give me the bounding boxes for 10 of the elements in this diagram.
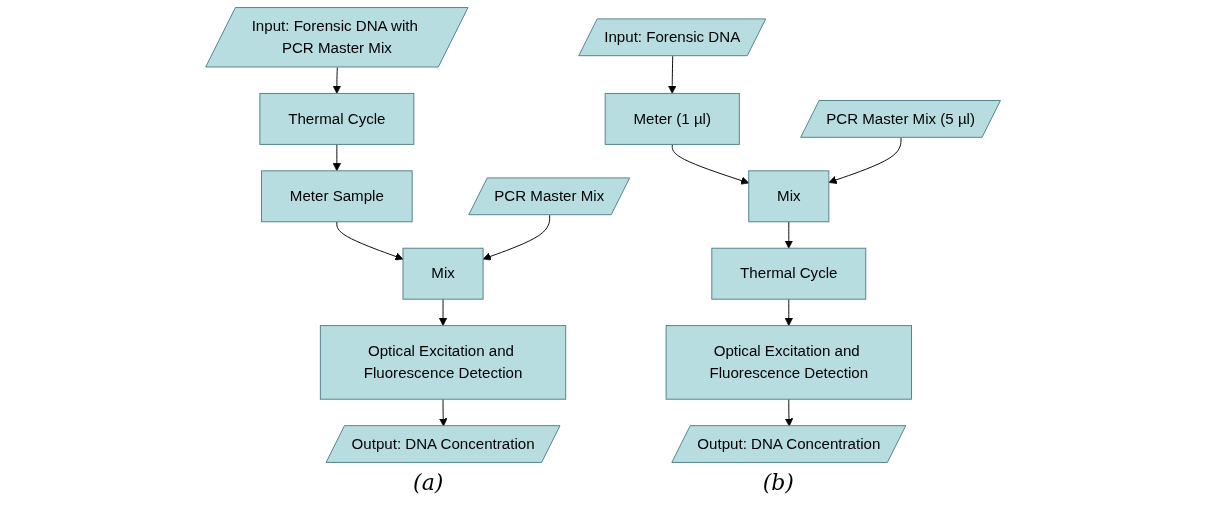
node-box: Optical Excitation and Fluorescence Detection bbox=[320, 325, 567, 400]
node-box: Thermal Cycle bbox=[711, 247, 867, 300]
panel-label: (a) bbox=[413, 470, 444, 495]
node-box: Mix bbox=[402, 247, 484, 300]
node-box: Thermal Cycle bbox=[259, 92, 415, 145]
node-box: Meter (1 µl) bbox=[605, 92, 741, 145]
node-box: Mix bbox=[748, 170, 830, 223]
node-box: Optical Excitation and Fluorescence Detection bbox=[666, 325, 913, 400]
panel-label: (b) bbox=[762, 470, 794, 495]
node-box: Meter Sample bbox=[261, 170, 414, 223]
